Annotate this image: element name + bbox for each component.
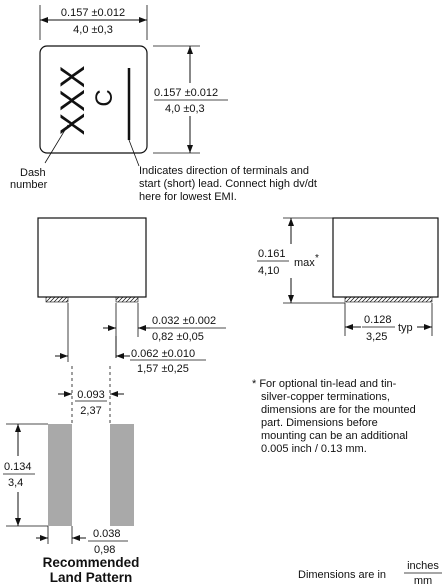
arrow-head (72, 535, 80, 541)
arrow-head (288, 218, 294, 226)
arrow-head (40, 535, 48, 541)
right-terminal (115, 296, 139, 303)
terminal-leader-line (128, 139, 140, 167)
top-width-inch: 0.157 ±0.012 (61, 7, 125, 19)
land-pad-width-mm: 0,98 (94, 544, 115, 556)
bottom-terminal (344, 296, 433, 303)
side-height-suffix: max (294, 257, 315, 269)
top-view: 0.157 ±0.012 4,0 ±0,3 XXX C 0.157 ±0.012… (10, 5, 317, 203)
top-width-mm: 4,0 ±0,3 (73, 24, 113, 36)
side-terminal-inch: 0.128 (364, 314, 392, 326)
arrow-head (15, 518, 21, 526)
arrow-head (60, 353, 68, 359)
land-pad-left (48, 424, 72, 526)
terminal-note-line1: Indicates direction of terminals and (139, 165, 309, 177)
front-view-body (37, 217, 147, 298)
arrow-head (187, 46, 193, 54)
land-gap-inch: 0.093 (77, 389, 105, 401)
arrow-head (64, 391, 72, 397)
units-denominator: mm (414, 575, 432, 585)
land-gap-mm: 2,37 (80, 405, 101, 417)
front-view: 0.032 ±0.002 0,82 ±0,05 0.062 ±0.010 1,5… (37, 217, 226, 375)
land-pad-width-inch: 0.038 (93, 528, 121, 540)
dash-number-marking: XXX (54, 64, 92, 135)
side-view: 0.161 4,10 max * 0.128 3,25 typ (257, 217, 439, 343)
c-marking: C (91, 89, 118, 106)
land-pattern-title-line2: Land Pattern (50, 570, 133, 585)
land-pad-right (110, 424, 134, 526)
land-height-inch: 0.134 (4, 461, 32, 473)
arrow-head (187, 145, 193, 153)
footnote-line6: 0.005 inch / 0.13 mm. (261, 443, 367, 455)
terminal-note-line3: here for lowest EMI. (139, 191, 237, 203)
arrow-head (110, 391, 118, 397)
footnote-line4: part. Dimensions before (261, 417, 378, 429)
arrow-head (345, 324, 353, 330)
land-height-mm: 3,4 (8, 477, 23, 489)
footnote-line3: dimensions are for the mounted (261, 404, 416, 416)
footnote: * For optional tin-lead and tin- silver-… (252, 378, 416, 455)
units-numerator: inches (407, 560, 439, 572)
footnote-line2: silver-copper terminations, (261, 391, 390, 403)
terminal-width-inch: 0.032 ±0.002 (152, 315, 216, 327)
units-note: Dimensions are in inches mm (298, 560, 442, 585)
side-view-body (332, 217, 439, 298)
units-prefix: Dimensions are in (298, 569, 386, 581)
side-height-mm: 4,10 (258, 265, 279, 277)
footnote-line1: * For optional tin-lead and tin- (252, 378, 397, 390)
terminal-note-line2: start (short) lead. Connect high dv/dt (139, 178, 317, 190)
terminal-outer-mm: 1,57 ±0,25 (137, 363, 189, 375)
dash-leader-line (44, 124, 69, 164)
top-view-body (39, 45, 148, 154)
side-terminal-suffix: typ (398, 322, 413, 334)
arrow-head (424, 324, 432, 330)
top-height-mm: 4,0 ±0,3 (165, 103, 205, 115)
top-height-inch: 0.157 ±0.012 (154, 87, 218, 99)
footnote-line5: mounting can be an additional (261, 430, 408, 442)
arrow-head (40, 17, 48, 23)
land-pattern-title-line1: Recommended (43, 555, 140, 570)
arrow-head (15, 424, 21, 432)
terminal-width-mm: 0,82 ±0,05 (152, 331, 204, 343)
arrow-head (288, 295, 294, 303)
dash-label-line1: Dash (20, 167, 46, 179)
arrow-head (139, 17, 147, 23)
dash-label-line2: number (10, 179, 48, 191)
side-height-asterisk: * (315, 253, 319, 264)
side-height-inch: 0.161 (258, 248, 286, 260)
side-terminal-mm: 3,25 (366, 331, 387, 343)
land-pattern: 0.093 2,37 0.134 3,4 0.038 0,98 Recommen… (3, 366, 139, 585)
terminal-outer-inch: 0.062 ±0.010 (131, 348, 195, 360)
left-terminal (45, 296, 69, 303)
arrow-head (108, 325, 116, 331)
